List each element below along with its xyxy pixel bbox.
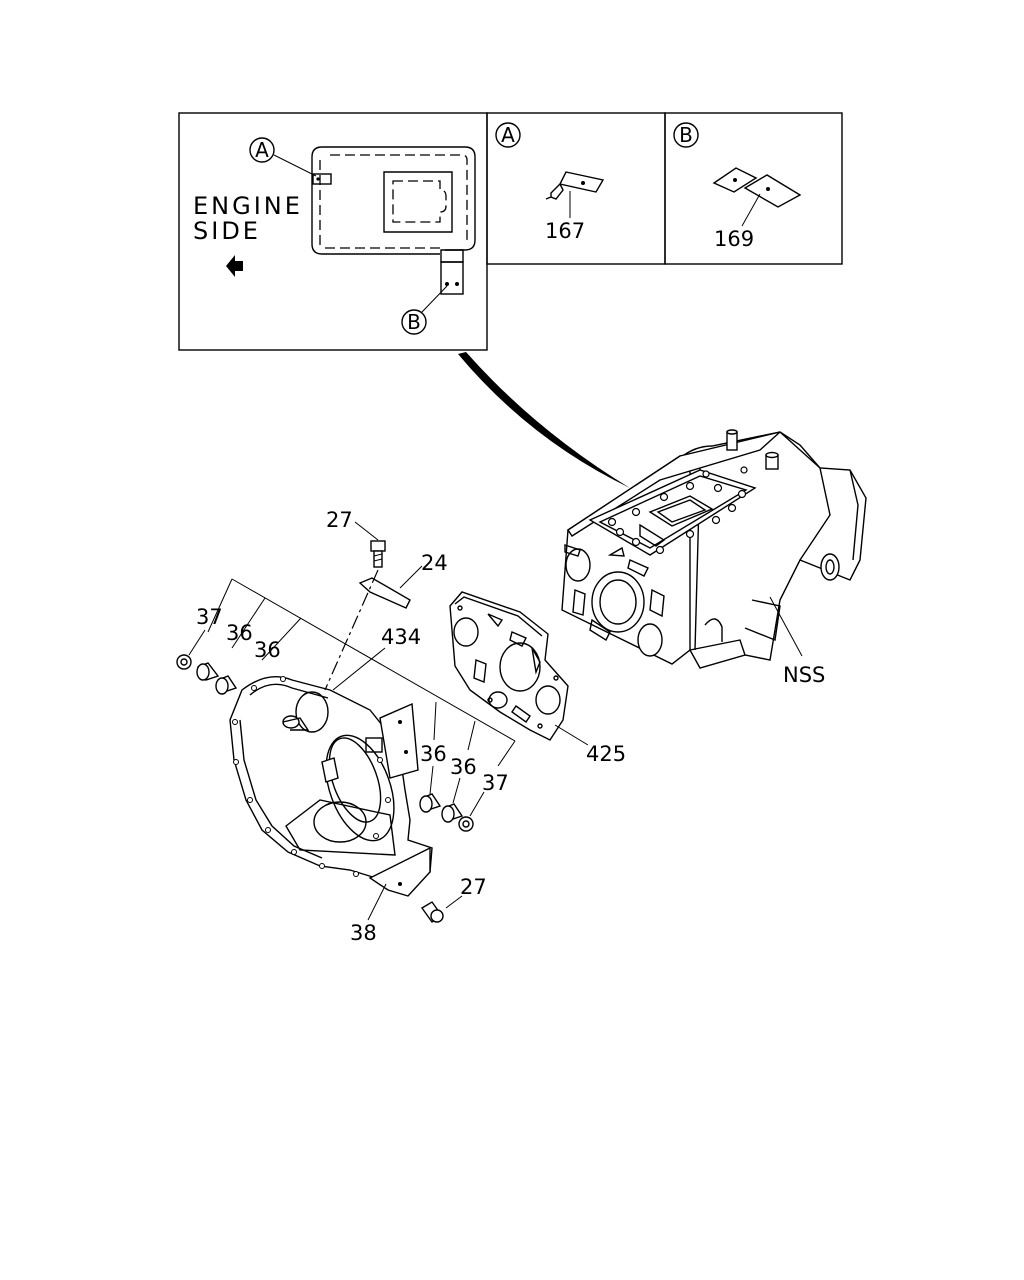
inset-leader-swoosh bbox=[458, 352, 630, 488]
callout-24: 24 bbox=[421, 551, 448, 575]
bolt-27-bottom bbox=[420, 901, 444, 923]
group-bracket-right bbox=[433, 701, 516, 767]
transmission-case bbox=[561, 429, 867, 669]
sleeve-36-left-1 bbox=[196, 662, 220, 681]
part-167-label: 167 bbox=[545, 219, 585, 243]
cover-plate-38 bbox=[368, 846, 431, 897]
nss-leader bbox=[769, 596, 803, 657]
dowel-24 bbox=[358, 577, 411, 609]
bracket-169-part bbox=[712, 167, 802, 208]
part-169-label: 169 bbox=[714, 227, 754, 251]
callout-36-left-2: 36 bbox=[254, 638, 281, 662]
c36-right1-leader bbox=[429, 765, 434, 795]
nut-37-right bbox=[458, 816, 474, 832]
inset-bracket-outline bbox=[311, 146, 476, 295]
engine-direction-arrow-icon bbox=[226, 255, 243, 277]
sleeve-36-left-2 bbox=[215, 675, 238, 695]
c27-bottom-leader bbox=[445, 895, 463, 909]
callout-36-right-2: 36 bbox=[450, 755, 477, 779]
engine-side-line2: SIDE bbox=[193, 217, 261, 245]
sleeve-36-right-1 bbox=[419, 793, 442, 813]
c37-right-leader bbox=[469, 791, 485, 817]
callout-38: 38 bbox=[350, 921, 377, 945]
marker-a-label: A bbox=[255, 138, 269, 162]
nut-37-left bbox=[176, 654, 192, 670]
callout-27-bottom: 27 bbox=[460, 875, 487, 899]
center-line bbox=[324, 569, 379, 691]
c37-left-leader bbox=[188, 629, 206, 656]
detail-b-marker: B bbox=[679, 123, 693, 147]
bolt-27-top bbox=[370, 540, 386, 568]
c24-leader bbox=[399, 565, 423, 589]
gasket-425 bbox=[449, 591, 569, 741]
clutch-housing-434 bbox=[229, 676, 433, 886]
c425-leader bbox=[554, 724, 589, 746]
callout-36-right-1: 36 bbox=[420, 742, 447, 766]
c38-leader bbox=[367, 883, 387, 921]
detail-a-marker: A bbox=[501, 123, 515, 147]
callout-425: 425 bbox=[586, 742, 626, 766]
c36-right2-leader bbox=[452, 777, 461, 804]
sleeve-36-right-2 bbox=[441, 803, 464, 823]
group-bracket-left bbox=[207, 578, 516, 742]
detail-b-panel: B 169 bbox=[664, 112, 843, 265]
callout-37-right: 37 bbox=[482, 771, 509, 795]
bracket-167-part bbox=[545, 171, 605, 200]
inset-marker-a: A bbox=[249, 137, 317, 177]
engine-side-line1: ENGINE bbox=[193, 192, 303, 220]
inset-panel: A B ENGINE SIDE bbox=[178, 112, 488, 351]
callout-36-left-1: 36 bbox=[226, 621, 253, 645]
callout-27-top: 27 bbox=[326, 508, 353, 532]
c27-top-leader bbox=[354, 521, 379, 541]
marker-b-label: B bbox=[407, 310, 421, 334]
callout-434: 434 bbox=[381, 625, 421, 649]
inset-marker-b: B bbox=[401, 285, 448, 335]
nss-label: NSS bbox=[783, 663, 825, 687]
detail-a-panel: A 167 bbox=[486, 112, 666, 265]
callout-37-left: 37 bbox=[196, 605, 223, 629]
c434-leader bbox=[332, 647, 386, 691]
